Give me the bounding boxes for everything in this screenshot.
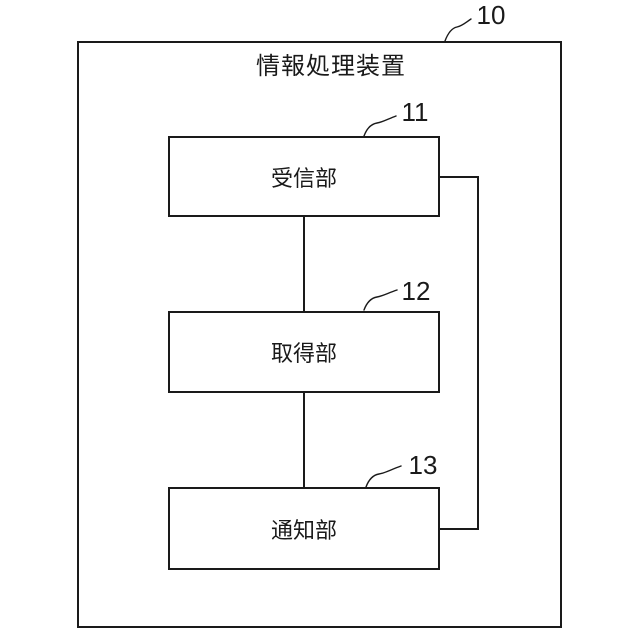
block-receiver: 受信部 xyxy=(168,136,440,217)
ref-number-device: 10 xyxy=(476,0,506,30)
block-acquirer-label: 取得部 xyxy=(270,341,337,366)
leader-line-10 xyxy=(444,18,472,42)
connector-right-vertical xyxy=(477,176,479,530)
ref-number-notifier: 13 xyxy=(408,450,438,480)
ref-number-acquirer: 12 xyxy=(401,276,431,306)
connector-receiver-acquirer xyxy=(303,217,305,311)
connector-receiver-right-horizontal xyxy=(440,176,479,178)
ref-number-receiver: 11 xyxy=(401,97,429,127)
block-notifier-label: 通知部 xyxy=(270,517,337,543)
block-receiver-label: 受信部 xyxy=(270,165,337,191)
connector-acquirer-notifier xyxy=(303,393,305,487)
block-acquirer: 取得部 xyxy=(168,311,440,393)
connector-notifier-right-horizontal xyxy=(440,528,479,530)
device-title: 情報処理装置 xyxy=(256,52,406,80)
block-notifier: 通知部 xyxy=(168,487,440,570)
